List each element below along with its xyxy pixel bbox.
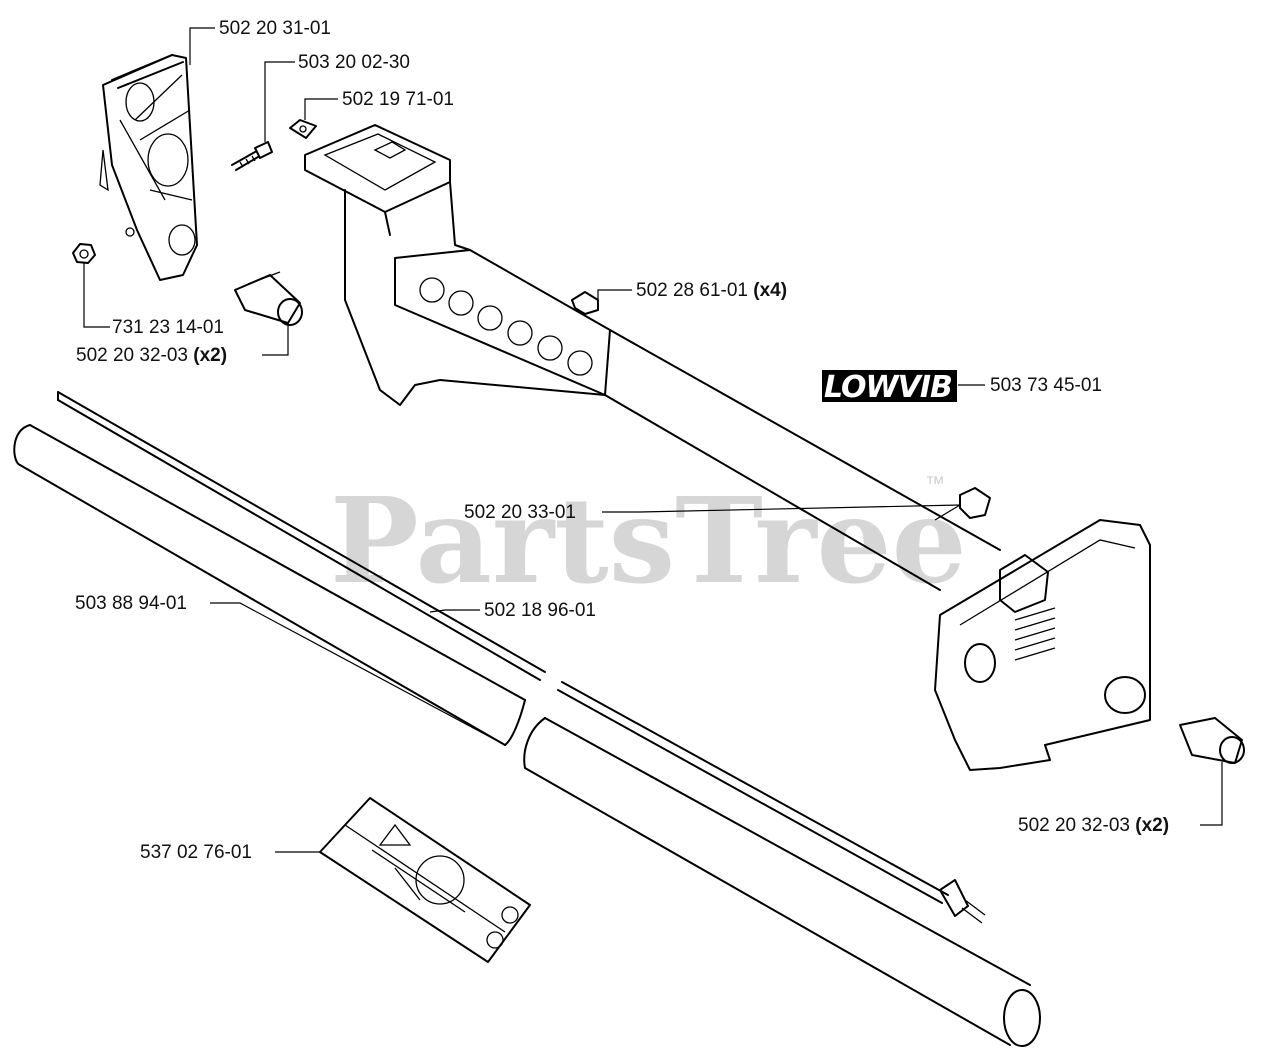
label-shaft-tube: 503 88 94-01 <box>75 593 187 614</box>
warning-decal-part <box>319 797 531 963</box>
label-handle-bracket: 502 20 31-01 <box>219 18 331 39</box>
drive-shaft-part <box>57 391 986 924</box>
lowvib-logo-text: LOWVIB <box>824 370 952 405</box>
grip-left-part <box>234 271 303 326</box>
square-nut-part <box>289 119 317 139</box>
handle-bracket-part <box>99 54 198 281</box>
label-drive-shaft: 502 18 96-01 <box>484 600 596 621</box>
hex-nut-part <box>72 243 96 264</box>
label-nut: 731 23 14-01 <box>112 317 224 338</box>
label-grip-right: 502 20 32-03 (x2) <box>1018 815 1169 836</box>
watermark-text: PartsTree <box>330 471 967 610</box>
shaft-tube-part <box>13 424 1041 1047</box>
leader-lines <box>83 27 1223 853</box>
clip-part-top <box>571 291 599 315</box>
label-lowvib-decal: 503 73 45-01 <box>990 375 1102 396</box>
label-clip: 502 28 61-01 (x4) <box>636 280 787 301</box>
label-screw: 503 20 02-30 <box>298 52 410 73</box>
grip-right-part <box>1179 717 1245 764</box>
screw-part <box>231 141 273 171</box>
label-square-nut: 502 19 71-01 <box>342 89 454 110</box>
lowvib-decal-part: LOWVIB <box>822 370 957 405</box>
label-warning-decal: 537 02 76-01 <box>140 842 252 863</box>
label-grip-left: 502 20 32-03 (x2) <box>76 345 227 366</box>
clip-part-right <box>959 487 991 519</box>
watermark-trademark: ™ <box>925 473 945 495</box>
label-main-handle: 502 20 33-01 <box>464 502 576 523</box>
main-handle-part <box>304 124 1151 771</box>
